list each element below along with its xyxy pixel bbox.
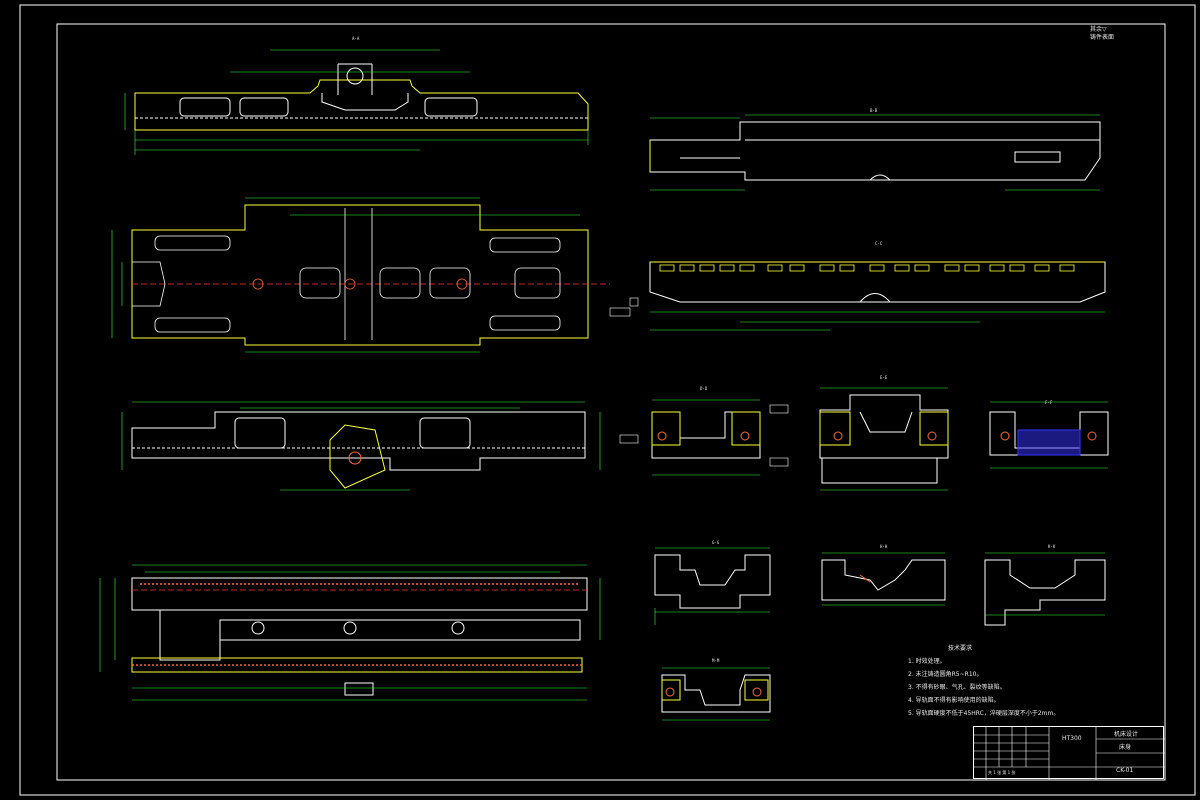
surface-finish-note: 其余▽ 铸件表面	[1090, 26, 1136, 42]
cross-section-row1-dims	[652, 387, 1108, 491]
right-section-top	[649, 121, 1101, 181]
tech-requirements-title: 技术要求	[948, 645, 973, 652]
tech-req-item: 4. 导轨面不得有影响使用的缺陷。	[908, 697, 1000, 704]
section-label-6: K-K	[1048, 544, 1056, 549]
tech-req-item: 2. 未注铸造圆角R5~R10。	[908, 671, 983, 678]
drawing-frame	[56, 23, 1166, 781]
right-mid-label: C-C	[875, 241, 883, 246]
title-block: HT300 机床设计 床身 CK-01 共 1 张 第 1 张	[973, 726, 1165, 780]
plan-view	[131, 204, 610, 346]
material-cell: HT300	[1062, 735, 1082, 742]
drawing-number-cell: CK-01	[1116, 767, 1134, 774]
guide-rail-dims	[99, 564, 601, 701]
part-title-cell: 床身	[1119, 744, 1132, 751]
finish-note-line-1: 其余▽	[1090, 26, 1107, 33]
cross-section-3	[989, 411, 1109, 456]
finish-note-line-2: 铸件表面	[1090, 34, 1115, 41]
side-elevation-dims	[121, 401, 601, 491]
title-block-grid	[974, 727, 1165, 780]
right-section-mid	[649, 261, 1106, 303]
datum-markers	[609, 297, 789, 467]
section-label-3: F-F	[1045, 400, 1053, 405]
section-label-7: M-M	[712, 658, 720, 663]
top-section-label: A-A	[352, 36, 360, 41]
section-label-2: E-E	[880, 375, 888, 380]
tech-requirements: 技术要求 1. 时效处理。 2. 未注铸造圆角R5~R10。 3. 不得有砂眼、…	[908, 642, 1108, 720]
side-elevation	[131, 411, 586, 489]
tech-req-item: 3. 不得有砂眼、气孔、裂纹等缺陷。	[908, 684, 1006, 691]
right-section-top-dims	[650, 114, 1100, 191]
cross-section-row2-dims	[655, 547, 1105, 616]
cross-section-6	[984, 559, 1106, 626]
cross-section-2	[819, 394, 949, 484]
tech-req-item: 1. 时效处理。	[908, 658, 946, 665]
sheet-border	[19, 4, 1196, 796]
cross-section-5	[821, 559, 946, 601]
cross-section-7-dims	[662, 667, 770, 721]
front-view-top	[134, 63, 589, 131]
plan-view-dims	[111, 197, 580, 353]
section-label-4: G-G	[712, 540, 720, 545]
scale-row-cell: 共 1 张 第 1 张	[988, 770, 1016, 775]
tech-req-item: 5. 导轨面硬度不低于45HRC，淬硬层深度不小于2mm。	[908, 710, 1060, 717]
cross-section-4	[654, 554, 771, 625]
cross-section-7	[661, 674, 771, 713]
right-top-label: B-B	[870, 108, 878, 113]
section-label-5: H-H	[880, 544, 888, 549]
section-label-1: D-D	[700, 386, 708, 391]
right-section-mid-dims	[650, 311, 1105, 331]
company-cell: 机床设计	[1114, 731, 1139, 738]
front-view-top-dims	[124, 49, 589, 155]
guide-rail-view	[131, 577, 588, 696]
cross-section-1	[651, 411, 761, 459]
